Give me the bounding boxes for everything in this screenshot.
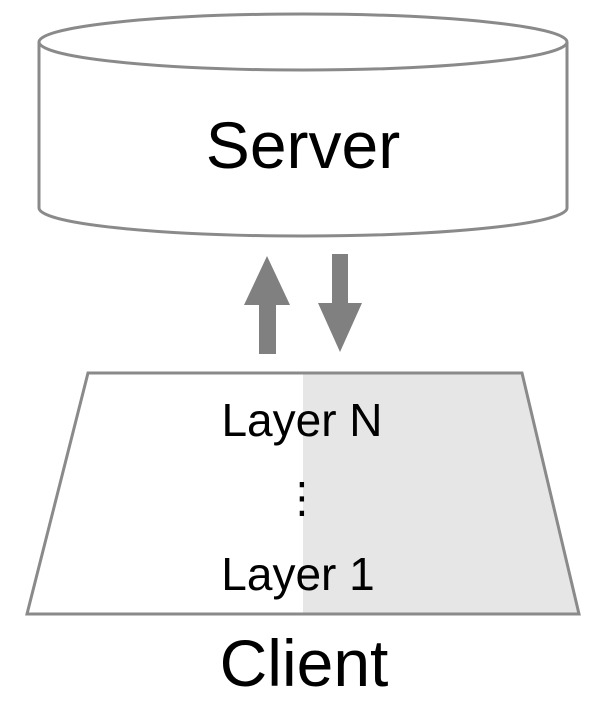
data-flow-arrows [244, 254, 362, 354]
server-cylinder: Server [37, 12, 569, 238]
layer-ellipsis: ⋮ [281, 474, 323, 521]
layer-n-label: Layer N [221, 394, 382, 446]
client-shaded-half [303, 373, 579, 614]
client-trapezoid-outline [25, 371, 581, 616]
server-cylinder-top [37, 12, 569, 72]
server-label: Server [206, 108, 400, 182]
layer-1-label: Layer 1 [221, 548, 374, 600]
client-stack: Layer N ⋮ Layer 1 [25, 371, 581, 616]
client-label: Client [220, 626, 389, 700]
download-arrow-icon [318, 254, 362, 352]
server-cylinder-body [37, 42, 569, 238]
upload-arrow-icon [244, 256, 290, 354]
